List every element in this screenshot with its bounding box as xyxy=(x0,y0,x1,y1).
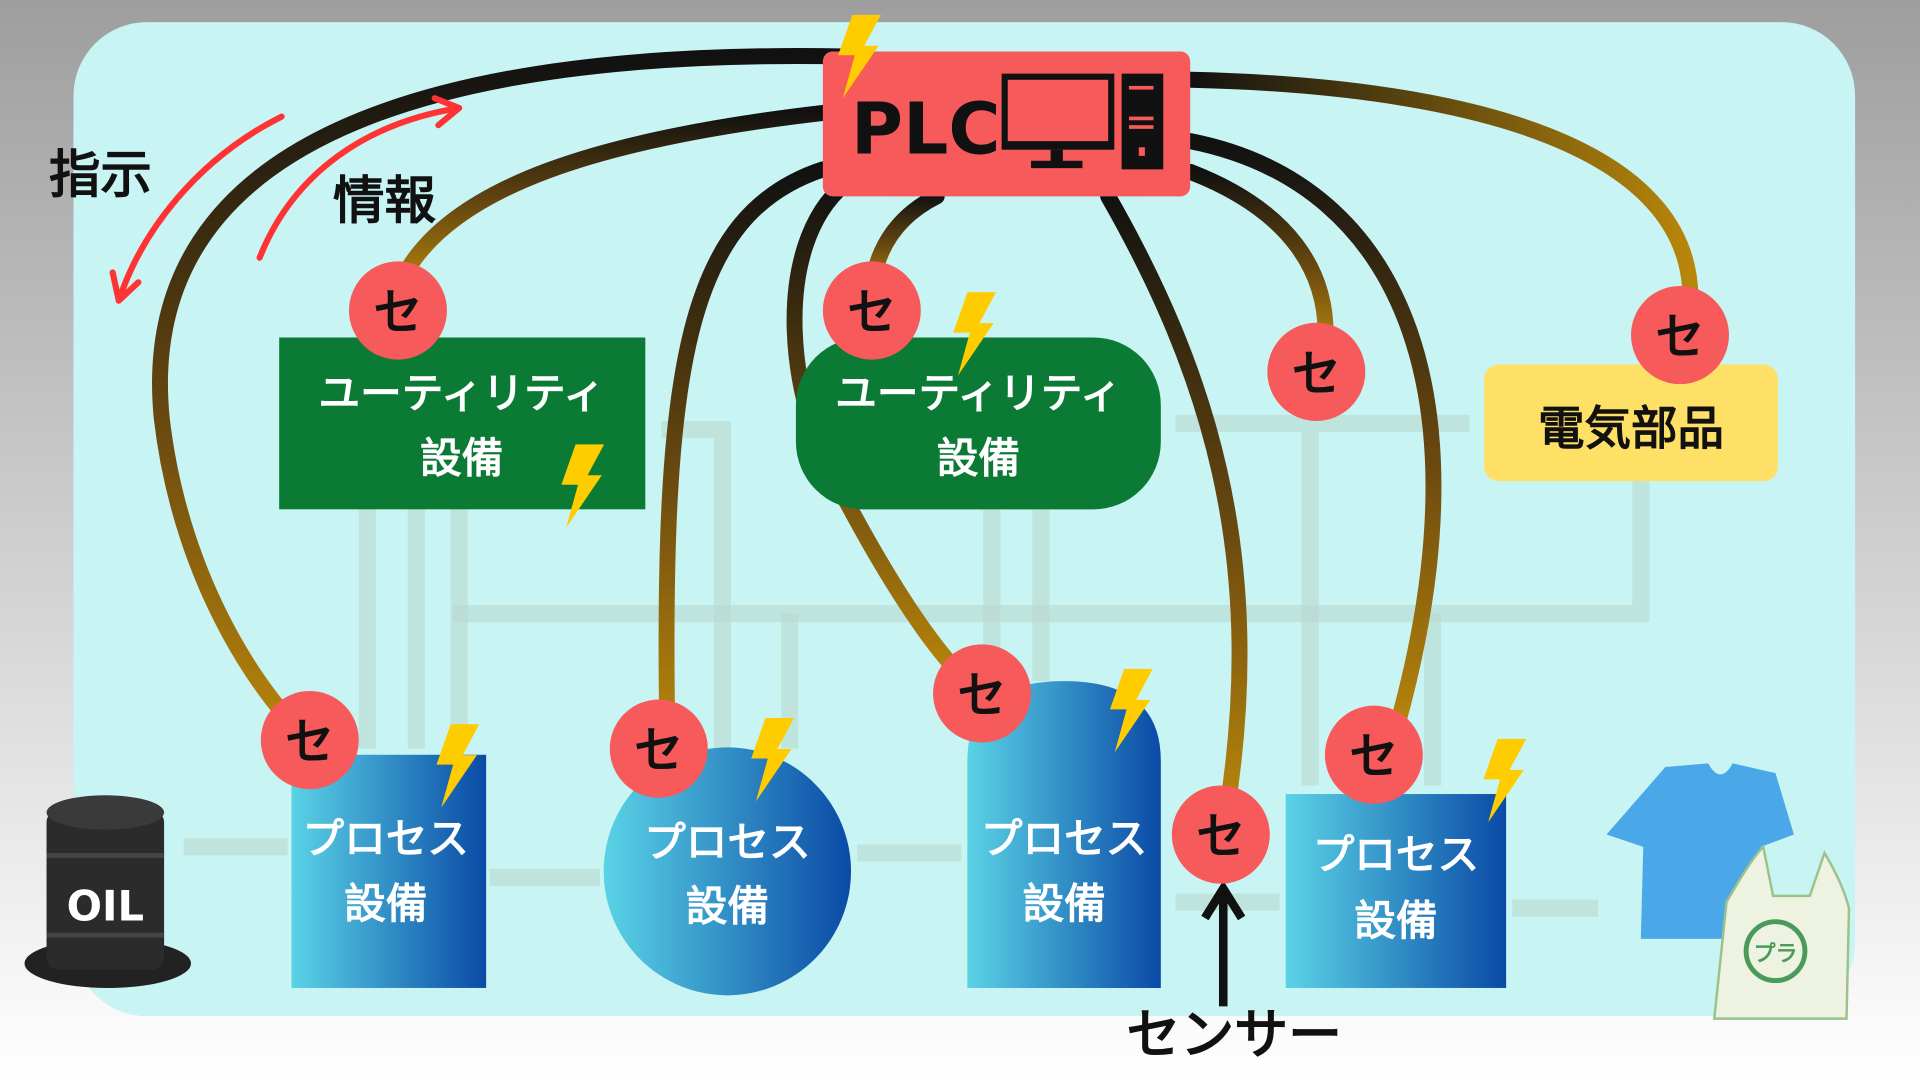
sensor-utility-2: セ xyxy=(822,261,921,360)
instruction-arrow xyxy=(109,113,285,304)
plc-label: PLC xyxy=(851,87,1000,170)
annotations: 指示 情報 センサー xyxy=(49,95,1342,1066)
svg-text:プロセス: プロセス xyxy=(644,818,810,867)
electrical-parts: 電気部品 xyxy=(1484,364,1778,482)
computer-icon xyxy=(1001,73,1164,170)
cable-utility-1 xyxy=(390,104,831,297)
cable-process-2 xyxy=(658,161,831,745)
cable-electrical xyxy=(1182,71,1699,321)
sensor-process-3: セ xyxy=(933,644,1032,743)
instruction-label: 指示 xyxy=(49,146,152,206)
svg-text:セ: セ xyxy=(1656,307,1705,365)
utility-equipment-2: ユーティリティ 設備 xyxy=(795,292,1161,510)
plastic-bag-icon: プラ xyxy=(1712,844,1851,1020)
cable-process-1 xyxy=(152,48,853,745)
cables xyxy=(152,48,1699,818)
sensor-utility-1: セ xyxy=(348,261,447,360)
process-pipes xyxy=(183,414,1650,917)
svg-text:ユーティリティ: ユーティリティ xyxy=(318,368,604,417)
sensor-label: センサー xyxy=(1127,1003,1342,1066)
oil-label: OIL xyxy=(67,881,144,930)
sensor-process-2: セ xyxy=(609,699,708,798)
svg-text:設備: 設備 xyxy=(686,881,769,930)
information-label: 情報 xyxy=(333,171,436,231)
svg-text:設備: 設備 xyxy=(1022,879,1105,928)
svg-text:セ: セ xyxy=(285,712,334,770)
svg-text:セ: セ xyxy=(847,283,896,341)
sensor-process-1: セ xyxy=(260,690,359,790)
svg-text:設備: 設備 xyxy=(344,879,427,928)
svg-text:設備: 設備 xyxy=(420,433,503,482)
bag-label: プラ xyxy=(1753,942,1797,967)
svg-text:電気部品: 電気部品 xyxy=(1538,401,1724,455)
process-equipment-2: プロセス 設備 xyxy=(603,717,852,996)
cable-sensor-mid xyxy=(1182,163,1334,358)
information-arrow xyxy=(256,95,463,261)
sensor-pipe: セ xyxy=(1267,322,1366,421)
sensor-electrical: セ xyxy=(1631,285,1729,385)
svg-text:プロセス: プロセス xyxy=(1313,830,1479,879)
utility-equipment-1: ユーティリティ 設備 xyxy=(279,337,646,528)
cable-sensor xyxy=(1100,188,1248,818)
svg-text:ユーティリティ: ユーティリティ xyxy=(835,368,1121,417)
plc-unit: PLC xyxy=(822,14,1191,197)
cable-process-4 xyxy=(1182,133,1442,739)
svg-text:セ: セ xyxy=(958,666,1007,724)
sensor-pointer-arrow xyxy=(1201,880,1246,1007)
svg-text:設備: 設備 xyxy=(937,433,1020,482)
oil-barrel-icon: OIL xyxy=(24,795,192,988)
svg-text:プロセス: プロセス xyxy=(981,814,1147,863)
process-equipment-1: プロセス 設備 xyxy=(291,724,487,988)
sensors: セ セ セ セ セ セ セ セ セ xyxy=(260,261,1729,884)
svg-text:セ: セ xyxy=(1349,727,1398,785)
process-equipment-3: プロセス 設備 xyxy=(967,668,1161,988)
svg-text:プロセス: プロセス xyxy=(302,814,468,863)
svg-text:セ: セ xyxy=(1292,344,1341,402)
sensor-between-processes: セ xyxy=(1171,785,1270,884)
svg-text:設備: 設備 xyxy=(1354,896,1437,945)
sensor-process-4: セ xyxy=(1324,705,1423,804)
svg-text:セ: セ xyxy=(634,721,683,779)
svg-text:セ: セ xyxy=(373,283,422,341)
process-equipment-4: プロセス 設備 xyxy=(1285,738,1527,988)
svg-text:セ: セ xyxy=(1196,807,1245,865)
